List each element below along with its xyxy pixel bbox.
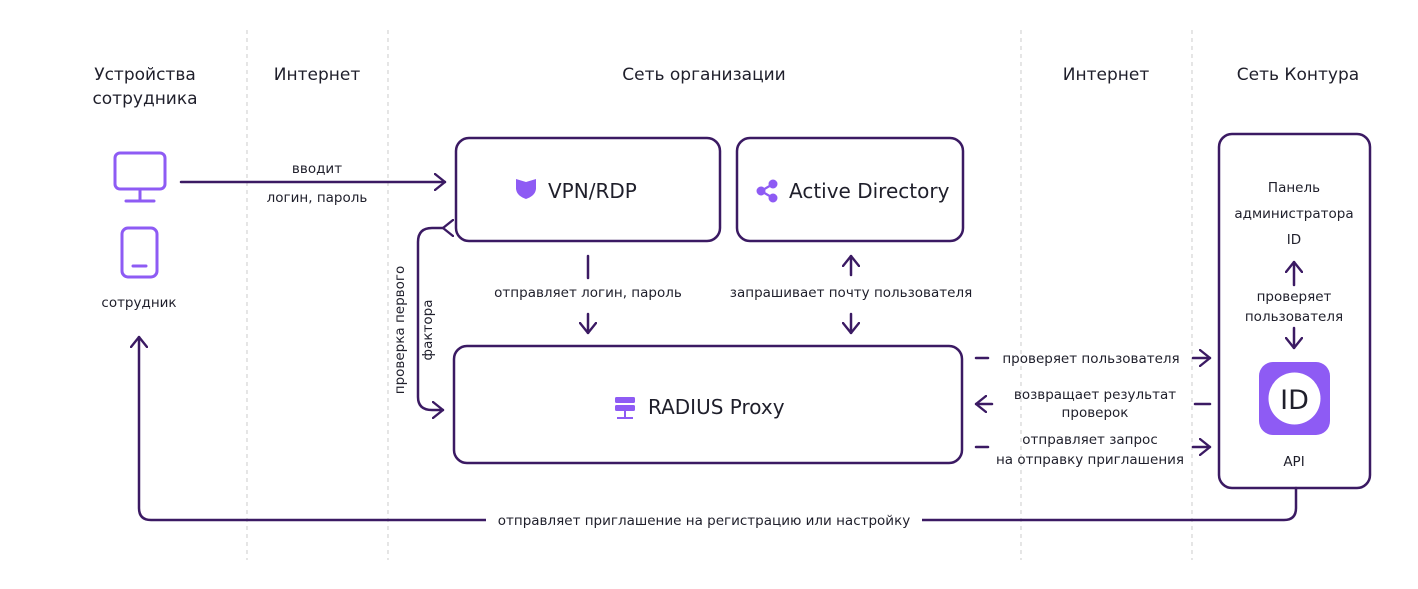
header-internet-left: Интернет xyxy=(274,65,361,85)
label-sends-login: отправляет логин, пароль xyxy=(494,285,682,301)
active-directory-title: Active Directory xyxy=(789,179,950,203)
admin-panel-line3: ID xyxy=(1287,232,1301,248)
label-invite-request-line2: на отправку приглашения xyxy=(996,452,1184,468)
edge-labels: вводит логин, пароль проверка первого фа… xyxy=(267,161,1184,468)
arrow-first-factor xyxy=(416,228,443,410)
id-logo-text: ID xyxy=(1280,385,1309,416)
label-requests-email: запрашивает почту пользователя xyxy=(730,285,972,301)
header-kontur-network: Сеть Контура xyxy=(1237,65,1359,85)
label-checks-user: проверяет пользователя xyxy=(1002,351,1179,367)
radius-proxy-title: RADIUS Proxy xyxy=(648,395,785,419)
radius-proxy-box xyxy=(452,344,964,465)
header-org-network: Сеть организации xyxy=(622,65,785,85)
label-returns-line1: возвращает результат xyxy=(1014,387,1176,403)
share-icon xyxy=(756,179,778,203)
column-dividers xyxy=(246,30,1193,560)
server-icon xyxy=(615,397,635,419)
label-enter-line2: логин, пароль xyxy=(267,190,368,206)
vpn-rdp-title: VPN/RDP xyxy=(548,179,637,203)
header-devices-line2: сотрудника xyxy=(92,89,197,109)
label-invite-request-line1: отправляет запрос xyxy=(1022,432,1158,448)
invitation-label-bg xyxy=(486,510,922,530)
phone-icon xyxy=(120,226,159,279)
shield-icon xyxy=(516,179,536,199)
label-enter-line1: вводит xyxy=(292,161,342,177)
active-directory-box xyxy=(735,136,965,243)
verify-user-line1: проверяет xyxy=(1257,289,1332,305)
label-first-factor-line1: проверка первого xyxy=(392,266,408,394)
header-devices-line1: Устройства xyxy=(94,65,196,85)
label-first-factor-line2: фактора xyxy=(420,300,436,361)
vpn-rdp-box xyxy=(454,136,722,243)
verify-user-line2: пользователя xyxy=(1245,309,1343,325)
header-internet-right: Интернет xyxy=(1063,65,1150,85)
label-send-invitation: отправляет приглашение на регистрацию ил… xyxy=(498,513,910,529)
id-logo-icon: ID xyxy=(1259,362,1330,435)
label-returns-line2: проверок xyxy=(1062,405,1129,421)
monitor-icon xyxy=(113,151,167,203)
api-label: API xyxy=(1283,454,1304,470)
employee-label: сотрудник xyxy=(101,295,176,311)
admin-panel-line2: администратора xyxy=(1234,206,1353,222)
admin-panel-line1: Панель xyxy=(1268,180,1320,196)
column-headers: Устройства сотрудника Интернет Сеть орга… xyxy=(92,65,1359,109)
kontur-box xyxy=(1217,132,1372,490)
